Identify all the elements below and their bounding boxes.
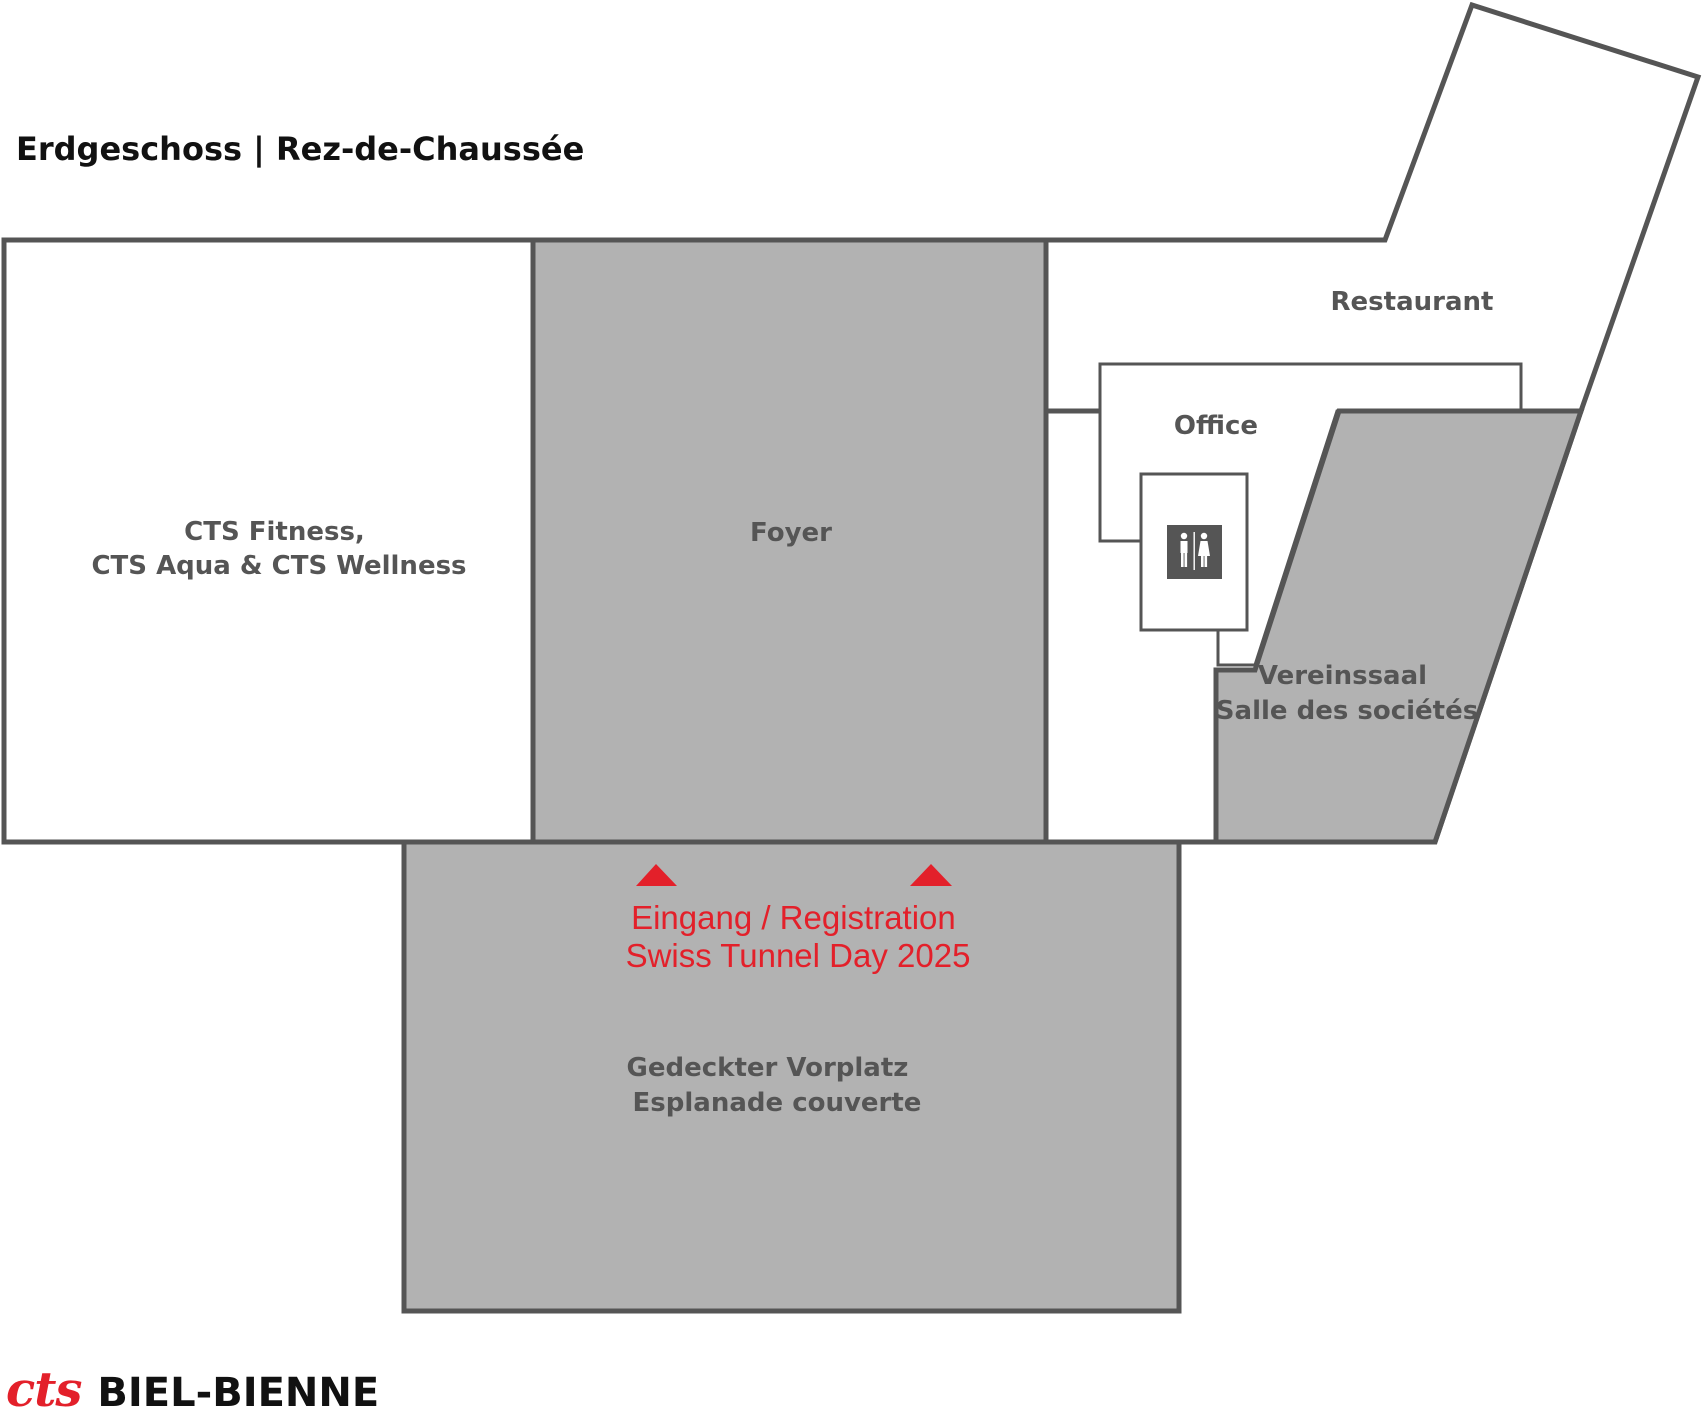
restaurant-label: Restaurant	[1331, 287, 1494, 317]
fitness-label: CTS Fitness, CTS Aqua & CTS Wellness	[91, 517, 466, 581]
office-label: Office	[1174, 411, 1258, 441]
logo-text: BIEL-BIENNE	[97, 1370, 380, 1416]
vereinssaal-room[interactable]	[1213, 408, 1585, 845]
entrance-label: Eingang / Registration Swiss Tunnel Day …	[626, 899, 971, 974]
entrance-marker-right	[910, 864, 952, 886]
foyer-label: Foyer	[750, 518, 832, 548]
entrance-marker-left	[636, 864, 677, 886]
restroom-icon	[1167, 525, 1222, 579]
restroom-room[interactable]	[1139, 472, 1249, 632]
fitness-room[interactable]	[1, 237, 536, 845]
restaurant-area[interactable]	[1043, 1, 1702, 414]
vorplatz-label: Gedeckter Vorplatz Esplanade couverte	[627, 1053, 922, 1118]
floor-title: Erdgeschoss | Rez-de-Chaussée	[16, 130, 585, 168]
vorplatz-area[interactable]	[401, 839, 1182, 1314]
cts-logo-mark: cts	[6, 1362, 82, 1418]
logo: cts BIEL-BIENNE	[6, 1362, 379, 1422]
vereinssaal-label: Vereinssaal Salle des sociétés	[1216, 661, 1478, 726]
